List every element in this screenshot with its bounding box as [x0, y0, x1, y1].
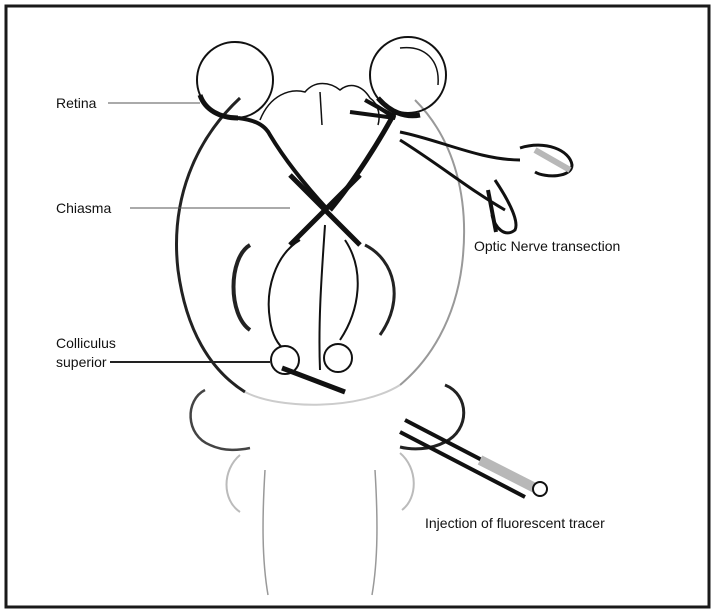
label-retina: Retina	[56, 95, 97, 111]
label-optic-nerve: Optic Nerve transection	[474, 238, 620, 254]
injection-syringe-bottom	[400, 432, 525, 497]
scissors-icon	[400, 132, 572, 233]
olfactory-mid	[320, 92, 322, 125]
midbrain-oval-right	[365, 245, 394, 335]
optic-tract-right	[340, 240, 358, 340]
lower-lobe-right	[400, 453, 414, 510]
colliculus-right	[324, 344, 352, 372]
midbrain-oval-left	[234, 245, 251, 330]
brainstem-right	[372, 470, 377, 595]
lower-lobe-left	[227, 455, 241, 512]
brainstem-left	[263, 470, 268, 595]
brain-outline-bottom	[245, 385, 400, 405]
optic-tract-center	[319, 225, 325, 370]
label-colliculus-2: superior	[56, 354, 107, 370]
injection-syringe-gray	[480, 460, 535, 488]
cerebellum-right	[400, 385, 464, 449]
injection-syringe-end	[533, 482, 547, 496]
label-chiasma: Chiasma	[56, 200, 111, 216]
cerebellum-left	[191, 390, 250, 450]
brain-outline-right	[400, 100, 464, 385]
brain-outline-left	[177, 98, 245, 392]
right-eye-lens	[400, 48, 438, 85]
optic-tract-left	[269, 240, 300, 350]
label-colliculus-1: Colliculus	[56, 335, 116, 351]
olfactory-bulbs	[260, 84, 379, 126]
label-injection: Injection of fluorescent tracer	[425, 515, 605, 531]
